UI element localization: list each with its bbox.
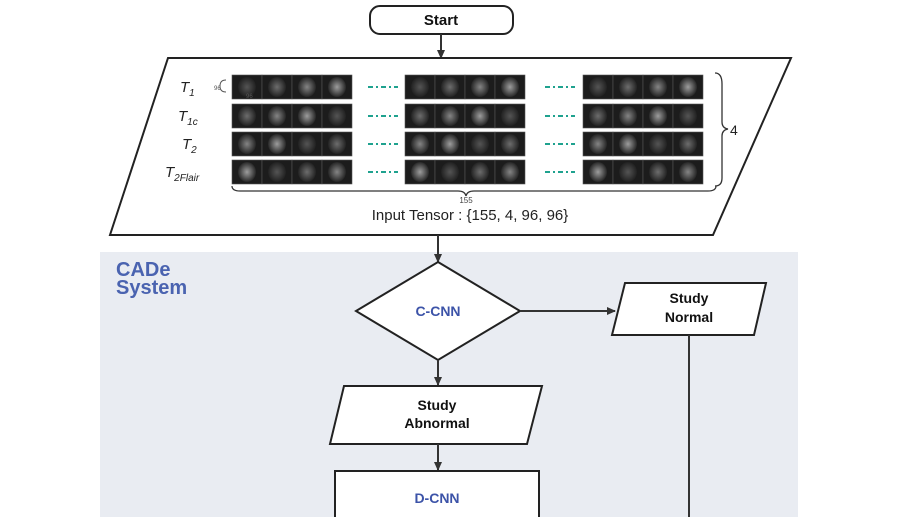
brain-scan bbox=[298, 162, 316, 182]
brain-scan bbox=[679, 77, 697, 97]
brain-scan bbox=[411, 106, 429, 126]
input-tensor-label: Input Tensor : {155, 4, 96, 96} bbox=[372, 207, 569, 224]
brain-scan bbox=[501, 134, 519, 154]
brain-scan bbox=[679, 134, 697, 154]
brain-scan bbox=[619, 77, 637, 97]
brain-scan bbox=[589, 162, 607, 182]
brain-scan bbox=[441, 77, 459, 97]
brain-scan bbox=[328, 77, 346, 97]
brain-scan bbox=[501, 106, 519, 126]
start-label: Start bbox=[424, 12, 458, 29]
brain-scan bbox=[589, 77, 607, 97]
study-abnormal-line2: Abnormal bbox=[404, 415, 469, 431]
brain-scan bbox=[471, 162, 489, 182]
brain-scan bbox=[268, 106, 286, 126]
brain-scan bbox=[589, 106, 607, 126]
brain-scan bbox=[501, 162, 519, 182]
mini-dim-b: 96 bbox=[246, 94, 253, 100]
brain-scan bbox=[471, 106, 489, 126]
modality-brace bbox=[714, 72, 729, 187]
brain-scan bbox=[589, 134, 607, 154]
system-title-line1: CADe bbox=[116, 259, 170, 281]
modality-count: 4 bbox=[730, 122, 738, 138]
brain-scan bbox=[298, 134, 316, 154]
mri-slice-grid bbox=[231, 74, 704, 185]
brain-scan bbox=[619, 162, 637, 182]
modality-label: T2Flair bbox=[165, 164, 200, 184]
mini-dim-a: 96 bbox=[214, 86, 221, 92]
brain-scan bbox=[441, 162, 459, 182]
brain-scan bbox=[619, 134, 637, 154]
brain-scan bbox=[238, 77, 256, 97]
brain-scan bbox=[411, 134, 429, 154]
brain-scan bbox=[411, 162, 429, 182]
study-normal-node bbox=[610, 282, 768, 336]
brain-scan bbox=[238, 162, 256, 182]
brain-scan bbox=[298, 77, 316, 97]
study-normal-line2: Normal bbox=[665, 309, 713, 325]
system-title-line2: System bbox=[116, 277, 187, 299]
brain-scan bbox=[268, 162, 286, 182]
brain-scan bbox=[238, 106, 256, 126]
brain-scan bbox=[679, 162, 697, 182]
brain-scan bbox=[471, 134, 489, 154]
brain-scan bbox=[268, 134, 286, 154]
ellipsis-dashes bbox=[368, 86, 575, 173]
slice-brace bbox=[231, 185, 717, 197]
study-abnormal-node bbox=[328, 385, 544, 445]
d-cnn-label: D-CNN bbox=[414, 490, 459, 506]
mini-dim-brace bbox=[219, 79, 227, 93]
brain-scan bbox=[649, 162, 667, 182]
brain-scan bbox=[298, 106, 316, 126]
brain-scan bbox=[501, 77, 519, 97]
brain-scan bbox=[411, 77, 429, 97]
c-cnn-label: C-CNN bbox=[415, 303, 460, 319]
brain-scan bbox=[238, 134, 256, 154]
study-abnormal-line1: Study bbox=[418, 397, 457, 413]
brain-scan bbox=[471, 77, 489, 97]
brain-scan bbox=[441, 134, 459, 154]
brain-scan bbox=[619, 106, 637, 126]
brain-scan bbox=[268, 77, 286, 97]
brain-scan bbox=[649, 77, 667, 97]
brain-scan bbox=[679, 106, 697, 126]
brain-scan bbox=[649, 134, 667, 154]
slice-count: 155 bbox=[459, 196, 473, 205]
brain-scan bbox=[328, 162, 346, 182]
d-cnn-node bbox=[334, 470, 540, 522]
study-normal-line1: Study bbox=[670, 290, 709, 306]
brain-scan bbox=[328, 106, 346, 126]
modality-label: T1c bbox=[178, 108, 198, 128]
modality-label: T1 bbox=[180, 79, 195, 99]
brain-scan bbox=[441, 106, 459, 126]
modality-label: T2 bbox=[182, 136, 197, 156]
brain-scan bbox=[328, 134, 346, 154]
brain-scan bbox=[649, 106, 667, 126]
